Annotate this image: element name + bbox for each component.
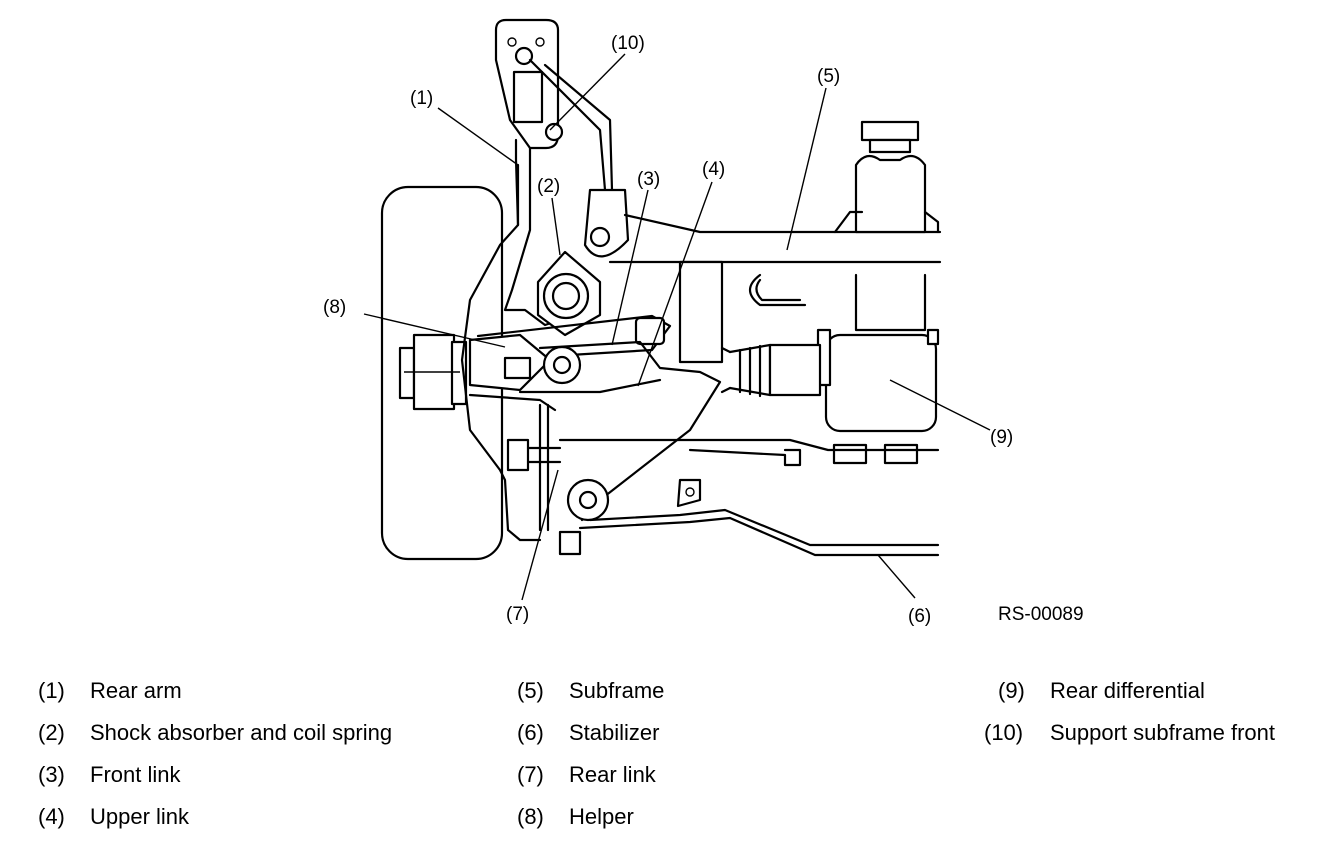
legend-label: Support subframe front [1050, 720, 1276, 745]
rear-link [506, 403, 582, 556]
callout-9: (9) [990, 427, 1013, 448]
legend-number: (3) [38, 762, 65, 787]
lower-chassis [558, 438, 940, 557]
legend-label: Subframe [569, 678, 665, 703]
legend-label: Upper link [90, 804, 190, 829]
legend-number: (5) [517, 678, 544, 703]
callout-2: (2) [537, 176, 560, 197]
legend-item-5: (5) Subframe [517, 678, 664, 704]
legend-label: Rear differential [1050, 678, 1205, 703]
subframe [608, 213, 942, 364]
legend-number: (4) [38, 804, 65, 829]
legend-number: (2) [38, 720, 65, 745]
front-link [476, 314, 672, 360]
upper-link [518, 340, 722, 522]
callout-7: (7) [506, 604, 529, 625]
legend-number: (6) [517, 720, 544, 745]
callout-3: (3) [637, 169, 660, 190]
drive-shaft [720, 343, 822, 398]
callout-10: (10) [611, 33, 645, 54]
legend-item-2: (2) Shock absorber and coil spring [38, 720, 392, 746]
leader-lines [363, 53, 991, 601]
callout-8: (8) [323, 297, 346, 318]
legend-label: Rear arm [90, 678, 182, 703]
helper [468, 333, 582, 412]
legend-number: (1) [38, 678, 65, 703]
callout-4: (4) [702, 159, 725, 180]
legend-label: Front link [90, 762, 181, 787]
legend-label: Stabilizer [569, 720, 660, 745]
figure-code: RS-00089 [998, 604, 1084, 625]
legend-item-8: (8) Helper [517, 804, 634, 830]
legend-label: Helper [569, 804, 634, 829]
legend-item-3: (3) Front link [38, 762, 180, 788]
shock-absorber [536, 250, 602, 337]
suspension-diagram: (1) (2) (3) (4) (5) (6) (7) (8) (9) (10)… [323, 18, 1084, 627]
legend-item-1: (1) Rear arm [38, 678, 182, 704]
legend-item-9: (9) Rear differential [998, 678, 1205, 704]
legend-item-10: (10) Support subframe front [984, 720, 1275, 746]
rear-arm [460, 138, 562, 542]
legend-item-6: (6) Stabilizer [517, 720, 659, 746]
legend-number: (8) [517, 804, 544, 829]
legend-label: Shock absorber and coil spring [90, 720, 393, 745]
legend-number: (9) [998, 678, 1025, 703]
legend-number: (10) [984, 720, 1024, 745]
rear-differential [816, 328, 940, 465]
support-subframe-front [494, 18, 630, 258]
legend-item-7: (7) Rear link [517, 762, 656, 788]
differential-housing [833, 120, 940, 332]
callout-5: (5) [817, 66, 840, 87]
legend-number: (7) [517, 762, 544, 787]
legend-item-4: (4) Upper link [38, 804, 189, 830]
callout-6: (6) [908, 606, 931, 627]
callout-1: (1) [410, 88, 433, 109]
legend-label: Rear link [569, 762, 656, 787]
